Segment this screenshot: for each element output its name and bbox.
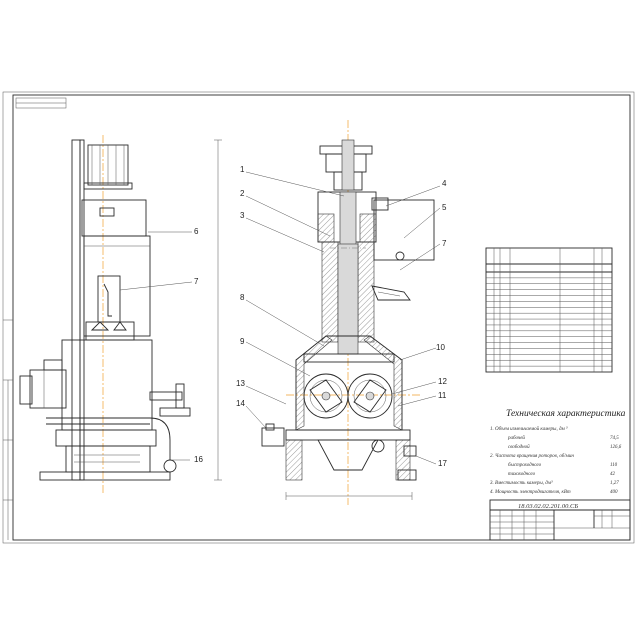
callouts: 1 2 3 4 5 6 7 7 8 9 10 12 11 13 14 16 17: [194, 165, 447, 468]
tech-value-3: 110: [610, 463, 618, 468]
tech-value-1: 74,5: [610, 436, 619, 441]
callout-11: 11: [438, 391, 447, 400]
callout-12: 12: [438, 377, 447, 386]
tech-line-2: рабочей: [507, 435, 525, 441]
tech-line-5: быстроходного: [508, 463, 542, 468]
tech-value-4: 42: [610, 472, 616, 477]
outer-frame: [2, 91, 635, 544]
callout-7-left: 7: [194, 277, 199, 286]
tech-line-4: 2. Частота вращения роторов, об/мин: [490, 454, 574, 459]
callout-16: 16: [194, 455, 203, 464]
technical-characteristics: Техническая характеристика 1. Объем изме…: [490, 409, 626, 495]
top-left-stamp: [15, 97, 67, 109]
tech-title: Техническая характеристика: [506, 409, 626, 419]
callout-14: 14: [236, 399, 245, 408]
tech-line-8: 4. Мощность электродвигателя, кВт: [490, 490, 571, 495]
tech-value-6: 400: [610, 490, 618, 495]
section-view: [214, 120, 435, 505]
callout-8: 8: [240, 293, 245, 302]
side-view: [19, 135, 191, 495]
tech-value-5: 1,27: [610, 481, 619, 486]
callout-10: 10: [436, 343, 445, 352]
callout-4: 4: [442, 179, 447, 188]
inner-frame: [12, 94, 631, 541]
specification-table: [485, 247, 613, 373]
callout-7-right: 7: [442, 239, 447, 248]
callout-1: 1: [240, 165, 245, 174]
callout-13: 13: [236, 379, 245, 388]
callout-6: 6: [194, 227, 199, 236]
callout-5: 5: [442, 203, 447, 212]
tech-value-2: 126,6: [610, 445, 622, 450]
tech-line-7: 3. Вместимость камеры, дм³: [490, 480, 553, 486]
title-block: 18.03.02.02.201.00.СБ: [489, 499, 631, 541]
drawing-code: 18.03.02.02.201.00.СБ: [518, 503, 578, 510]
callout-3: 3: [240, 211, 245, 220]
callout-2: 2: [240, 189, 245, 198]
callout-9: 9: [240, 337, 245, 346]
tech-line-1: 1. Объем измельчаемой камеры, дм ³: [490, 426, 568, 432]
tech-line-3: свободной: [508, 444, 530, 450]
leader-lines: [119, 171, 441, 465]
callout-17: 17: [438, 459, 447, 468]
tech-line-6: тихоходного: [508, 472, 536, 477]
side-title-strip: [3, 319, 13, 540]
